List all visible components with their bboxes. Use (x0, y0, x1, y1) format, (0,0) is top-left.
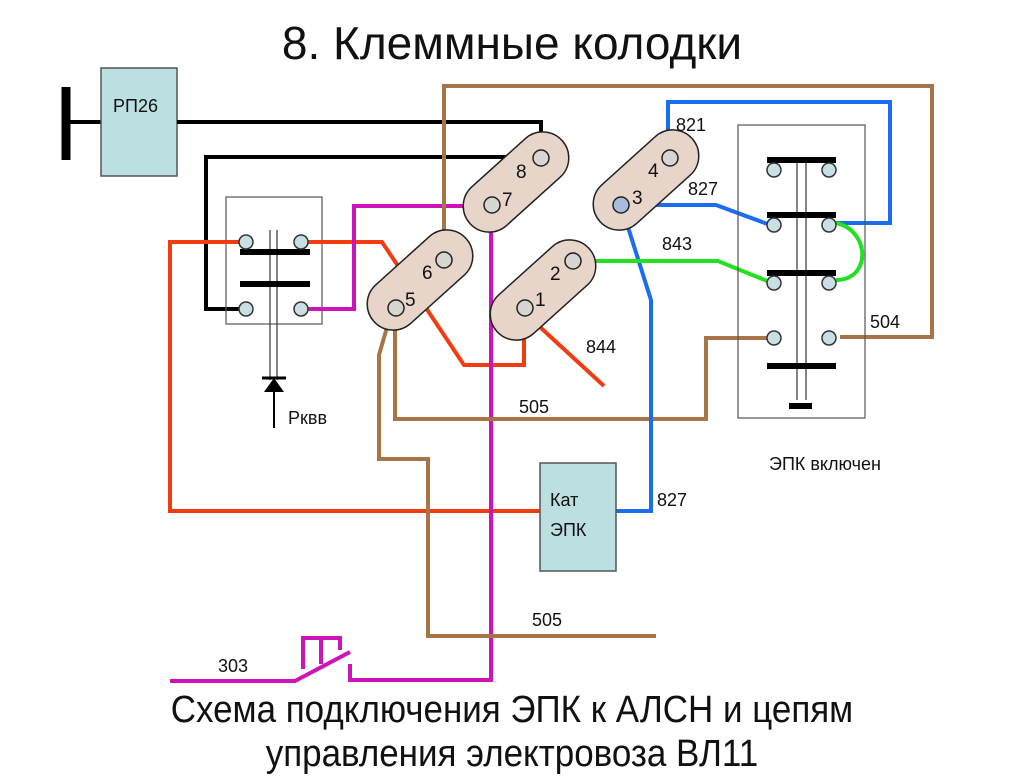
wire-green-jumper (835, 221, 865, 282)
relay-rp26-box (100, 67, 178, 177)
slide-title: 8. Клеммные колодки (281, 17, 743, 69)
epk-status-label: ЭПК включен (769, 454, 881, 474)
terminal-label-5: 5 (405, 290, 416, 311)
terminal-label-3: 3 (632, 188, 643, 209)
wire-brown-6-504 (442, 84, 934, 339)
epk-terminal (766, 217, 782, 233)
caption-line-2: управления электровоза ВЛ11 (265, 733, 759, 775)
wire-black-rp26-8 (177, 120, 543, 156)
terminal-block-5-6 (366, 229, 474, 331)
wire-red-cat-contact (168, 240, 540, 513)
wire-label-843: 843 (662, 234, 692, 254)
relay-rp26-label: РП26 (113, 96, 158, 116)
terminal-label-8: 8 (516, 162, 527, 183)
epk-terminal (821, 275, 837, 291)
epk-terminal (766, 162, 782, 178)
wire-label-821: 821 (676, 115, 706, 135)
rkvv-terminal (293, 301, 309, 317)
terminal-7 (483, 196, 501, 214)
terminal-label-1: 1 (535, 290, 546, 311)
terminal-6 (435, 251, 453, 269)
terminal-label-2: 2 (550, 264, 561, 285)
wire-blue-821 (666, 100, 892, 225)
terminal-4 (661, 149, 679, 167)
epk-terminal (766, 330, 782, 346)
terminal-8 (532, 149, 550, 167)
wire-label-844: 844 (586, 337, 616, 357)
wire-label-303: 303 (218, 656, 248, 676)
epk-terminal (821, 217, 837, 233)
rkvv-arrow-icon (264, 378, 284, 392)
epk-terminal (821, 330, 837, 346)
wire-brown-505b (377, 309, 656, 638)
cat-epk-label-2: ЭПК (550, 520, 587, 540)
terminal-label-4: 4 (648, 161, 659, 182)
wire-black-contact-8 (204, 155, 541, 311)
rkvv-terminal (293, 234, 309, 250)
terminal-label-7: 7 (502, 190, 513, 211)
wire-blue-827b (616, 204, 653, 513)
terminal-2 (564, 252, 582, 270)
wire-label-504: 504 (870, 312, 900, 332)
epk-box (737, 124, 866, 419)
wire-red-contact-1 (306, 240, 526, 367)
diagram-caption: Схема подключения ЭПК к АЛСН и цепям упр… (41, 688, 983, 776)
terminal-label-6: 6 (422, 263, 433, 284)
rkvv-contact-box (225, 196, 323, 325)
wire-label-505b: 505 (532, 610, 562, 630)
terminal-5 (387, 299, 405, 317)
wire-label-827a: 827 (688, 179, 718, 199)
terminal-1 (516, 299, 534, 317)
cat-epk-label-1: Кат (550, 490, 578, 510)
wire-brown-505a (393, 308, 772, 421)
caption-line-1: Схема подключения ЭПК к АЛСН и цепям (170, 689, 854, 731)
epk-terminal (821, 162, 837, 178)
rkvv-label: Рквв (288, 408, 327, 428)
wire-label-505a: 505 (519, 397, 549, 417)
terminal-3 (612, 196, 630, 214)
epk-terminal (766, 275, 782, 291)
rkvv-terminal (238, 301, 254, 317)
wire-green-843 (564, 259, 773, 285)
wire-magenta-303 (170, 650, 351, 683)
cat-epk-box (539, 462, 617, 572)
rkvv-terminal (238, 234, 254, 250)
wire-label-827b: 827 (657, 490, 687, 510)
